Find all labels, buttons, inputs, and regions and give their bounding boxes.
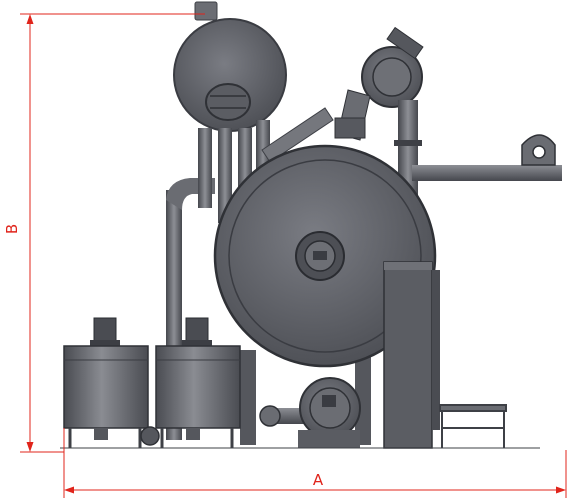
height-label: B <box>3 224 21 234</box>
bottom-pump <box>259 377 361 448</box>
main-drum <box>213 144 437 445</box>
dimension-height <box>20 13 205 453</box>
tank-down-pipe-1 <box>198 128 212 208</box>
top-right-unit <box>334 26 424 141</box>
width-label: A <box>313 471 324 489</box>
diagonal-pipe <box>261 107 334 163</box>
dosing-tank-left <box>63 317 149 448</box>
dimension-width <box>63 428 567 498</box>
upper-tank <box>173 1 287 132</box>
tank-down-pipe-2 <box>218 128 232 223</box>
small-motor <box>140 426 160 446</box>
step-stand <box>439 404 507 448</box>
machine-illustration <box>60 1 562 449</box>
right-cabinet <box>383 261 433 449</box>
dosing-tank-right <box>155 317 241 448</box>
right-horizontal-pipe <box>412 165 562 181</box>
